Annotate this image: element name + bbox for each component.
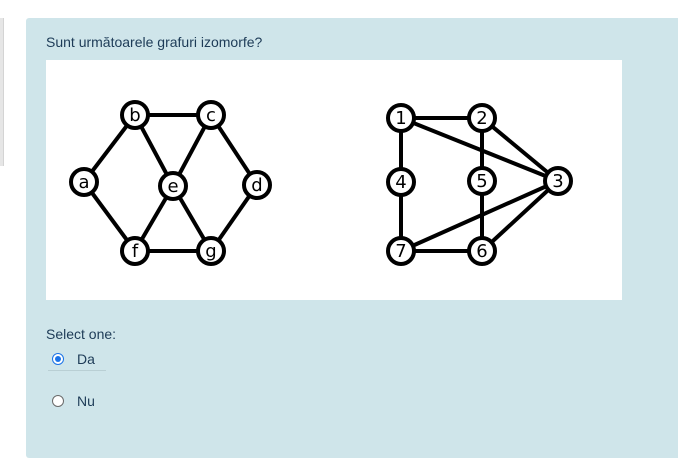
left-graph-node-label-d: d xyxy=(251,175,262,196)
option-nu[interactable]: Nu xyxy=(52,390,95,412)
right-graph-edge-2-3 xyxy=(480,116,560,183)
right-graph-node-label-6: 6 xyxy=(476,241,487,262)
question-card: Sunt următoarele grafuri izomorfe? a b c d e… xyxy=(26,18,678,458)
right-graph-node-7 xyxy=(386,236,416,266)
left-graph-node-label-g: g xyxy=(205,241,216,262)
left-graph: a b c d e f g xyxy=(69,100,272,266)
left-graph-node-f xyxy=(120,236,150,266)
left-graph-node-label-a: a xyxy=(78,172,89,193)
left-graph-node-g xyxy=(196,236,226,266)
option-da-underline xyxy=(48,370,106,371)
right-graph-node-label-1: 1 xyxy=(395,108,406,129)
left-graph-node-label-f: f xyxy=(132,241,139,262)
right-graph-node-3 xyxy=(543,166,573,196)
right-graph-node-label-4: 4 xyxy=(395,172,406,193)
right-graph-edge-3-6 xyxy=(480,179,560,253)
right-graph-node-label-7: 7 xyxy=(395,241,406,262)
left-graph-node-d xyxy=(242,170,272,200)
right-graph-node-2 xyxy=(467,103,497,133)
radio-nu[interactable] xyxy=(52,395,64,407)
left-graph-node-label-e: e xyxy=(167,176,178,197)
right-graph-edge-3-7 xyxy=(400,179,559,253)
option-da-label[interactable]: Da xyxy=(77,351,95,367)
right-graph: 1 2 3 4 5 6 7 xyxy=(386,103,573,266)
graphs-figure: a b c d e f g 1 2 3 4 5 6 7 xyxy=(69,100,573,266)
left-graph-node-c xyxy=(196,100,226,130)
right-graph-node-label-5: 5 xyxy=(476,171,487,192)
radio-da[interactable] xyxy=(52,353,64,365)
right-graph-node-1 xyxy=(386,103,416,133)
question-figure: a b c d e f g 1 2 3 4 5 6 7 xyxy=(46,60,622,300)
option-da[interactable]: Da xyxy=(52,348,95,370)
left-graph-node-b xyxy=(120,100,150,130)
right-graph-node-label-2: 2 xyxy=(476,108,487,129)
question-text: Sunt următoarele grafuri izomorfe? xyxy=(46,34,263,50)
right-graph-node-5 xyxy=(467,166,497,196)
left-graph-node-a xyxy=(69,167,99,197)
right-graph-edge-1-3 xyxy=(400,116,559,183)
left-graph-node-e xyxy=(158,171,188,201)
select-one-label: Select one: xyxy=(46,326,117,342)
left-graph-node-label-b: b xyxy=(129,105,140,126)
right-graph-node-6 xyxy=(467,236,497,266)
right-graph-node-label-3: 3 xyxy=(552,171,563,192)
option-nu-label[interactable]: Nu xyxy=(77,393,95,409)
right-graph-node-4 xyxy=(386,167,416,197)
left-graph-node-label-c: c xyxy=(206,105,216,126)
left-panel-edge xyxy=(0,18,4,166)
